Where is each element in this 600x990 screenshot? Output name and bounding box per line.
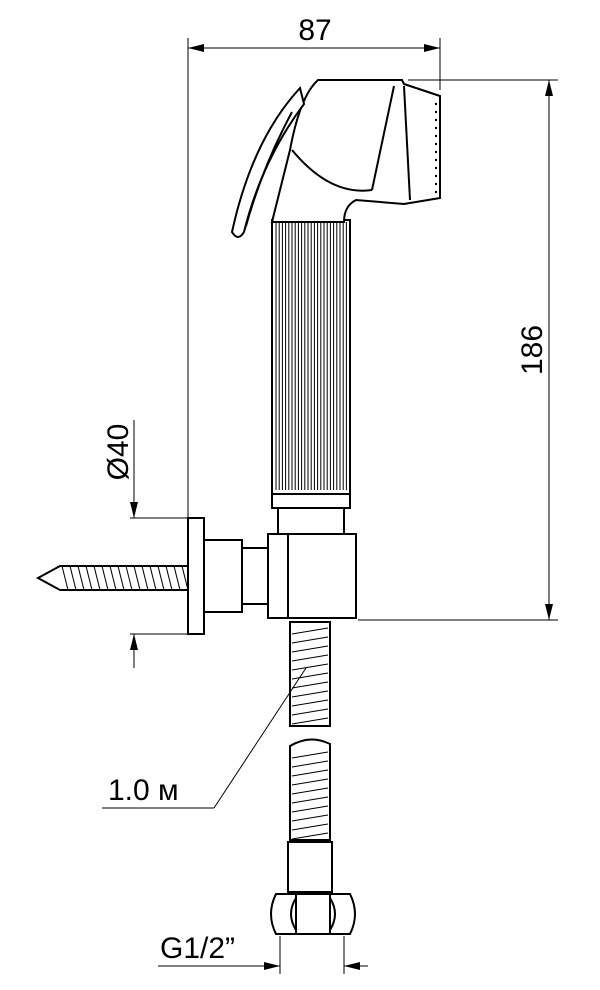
shower-handle <box>271 219 351 495</box>
thread-dimension: G1/2” <box>158 932 368 974</box>
thread-label: G1/2” <box>160 932 235 965</box>
wall-flange <box>187 517 278 635</box>
flexible-hose <box>289 621 331 841</box>
hose-nut <box>270 841 356 935</box>
hose-length-callout: 1.0 м <box>102 667 307 809</box>
width-dimension: 87 <box>187 14 441 518</box>
diameter-dimension-label: Ø40 <box>102 424 135 481</box>
height-dimension-label: 186 <box>516 325 549 375</box>
holder-bracket <box>267 493 357 619</box>
width-dimension-label: 87 <box>298 14 331 47</box>
height-dimension: 186 <box>358 79 558 621</box>
shower-head <box>230 79 441 238</box>
hose-length-label: 1.0 м <box>108 774 179 807</box>
mounting-screw <box>35 565 191 591</box>
diameter-dimension: Ø40 <box>102 420 188 668</box>
